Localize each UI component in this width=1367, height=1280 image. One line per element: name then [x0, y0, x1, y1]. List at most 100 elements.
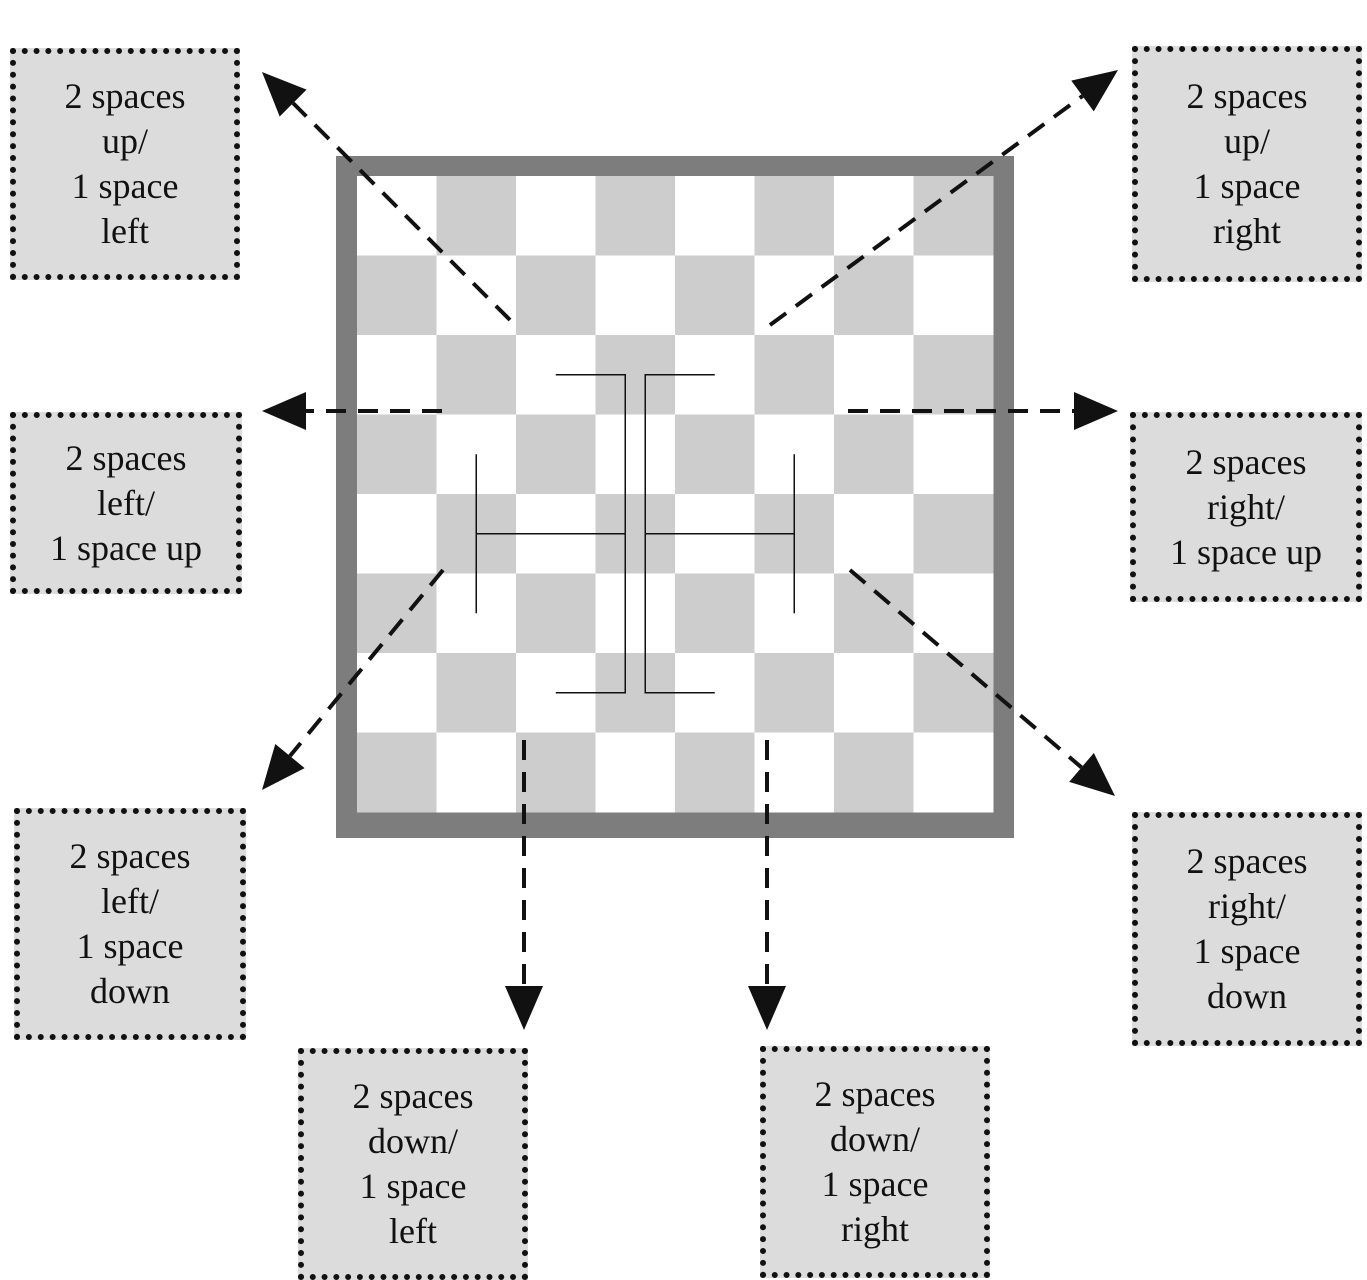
knight-path-8 — [475, 454, 626, 535]
square-g5 — [834, 414, 914, 495]
move-8-text-line: 1 space up — [50, 527, 202, 568]
move-3-text-line: 1 space up — [1170, 531, 1322, 572]
square-d3 — [595, 573, 676, 654]
square-d8 — [595, 176, 676, 256]
move-5-arrowhead-icon — [748, 986, 786, 1030]
square-b7 — [436, 255, 517, 336]
square-d7 — [595, 255, 676, 336]
knight-path-5 — [644, 533, 715, 694]
square-e5 — [675, 414, 755, 495]
move-2-description-box: 2 spaces up/1 space right — [1132, 46, 1362, 282]
move-8-arrowhead-icon — [262, 392, 306, 430]
board-squares — [357, 176, 994, 813]
knight-move-2-icon — [675, 335, 755, 415]
square-g1 — [834, 732, 914, 813]
move-1-text-line: up/ — [101, 121, 148, 161]
move-2-text-line: 2 spaces — [1186, 76, 1308, 116]
square-a5 — [357, 414, 437, 495]
square-b2 — [436, 653, 517, 733]
move-2-arrowhead-icon — [1071, 70, 1118, 112]
square-e1 — [675, 732, 755, 813]
move-4-text-line: right/ — [1208, 886, 1286, 926]
move-7-arrowhead-icon — [262, 743, 305, 790]
square-a8 — [357, 176, 437, 256]
square-h5 — [913, 414, 994, 495]
move-7-arrow-line — [288, 568, 445, 758]
square-g8 — [834, 176, 914, 256]
move-4-arrowhead-icon — [1069, 752, 1115, 796]
move-8-text-line: 2 spaces — [65, 437, 187, 478]
square-f8 — [754, 176, 835, 256]
move-2-arrow-line — [768, 94, 1084, 327]
move-4-text-line: 2 spaces — [1186, 841, 1308, 881]
square-c5 — [516, 414, 596, 495]
move-3-arrowhead-icon — [1074, 392, 1118, 430]
knight-move-8-icon — [436, 414, 516, 494]
knight-start-icon — [595, 494, 675, 574]
move-1-arrowhead-icon — [262, 72, 307, 117]
square-g6 — [834, 335, 914, 415]
move-6-text-line: down/ — [368, 1121, 458, 1161]
knight-move-6-icon — [516, 653, 596, 733]
square-e8 — [675, 176, 755, 256]
move-4-text-line: 1 space — [1193, 931, 1301, 971]
square-f2 — [754, 653, 835, 733]
knight-move-5-icon — [675, 653, 755, 733]
square-a3 — [357, 573, 437, 654]
move-1-text-line: 2 spaces — [64, 76, 186, 116]
move-2-text-line: 1 space — [1193, 166, 1301, 206]
knight-path-2 — [644, 374, 715, 534]
move-7-text-line: left/ — [101, 881, 159, 921]
move-6-text-line: 2 spaces — [352, 1076, 474, 1116]
move-4-arrow-line — [848, 568, 1083, 769]
square-a7 — [357, 255, 437, 336]
square-f7 — [754, 255, 835, 336]
move-4-description-box: 2 spaces right/1 space down — [1132, 812, 1362, 1046]
move-3-text-line: 2 spaces — [1185, 441, 1307, 482]
move-6-arrowhead-icon — [505, 986, 543, 1030]
move-5-text-line: down/ — [830, 1119, 920, 1159]
square-h8 — [913, 176, 994, 256]
square-h1 — [913, 732, 994, 813]
move-7-text-line: down — [90, 971, 170, 1011]
square-h4 — [913, 494, 994, 574]
knight-move-4-icon — [754, 573, 834, 653]
move-5-text-line: 1 space — [821, 1164, 929, 1204]
square-d1 — [595, 732, 676, 813]
move-2-text-line: right — [1213, 211, 1281, 251]
move-7-description-box: 2 spaces left/1 space down — [14, 808, 246, 1040]
move-2-text-line: up/ — [1223, 121, 1270, 161]
square-f6 — [754, 335, 835, 415]
square-g7 — [834, 255, 914, 336]
move-4-text-line: down — [1207, 976, 1287, 1016]
move-5-text-line: right — [841, 1209, 909, 1249]
square-h7 — [913, 255, 994, 336]
move-1-text-line: left — [101, 211, 149, 251]
knight-path-4 — [645, 533, 795, 614]
square-g2 — [834, 653, 914, 733]
square-h6 — [913, 335, 994, 415]
square-a4 — [357, 494, 437, 574]
knight-move-3-icon — [754, 414, 834, 494]
square-a6 — [357, 335, 437, 415]
move-3-text-line: right/ — [1207, 486, 1285, 527]
knight-move-1-icon — [516, 335, 596, 415]
square-d5 — [595, 414, 676, 495]
move-6-text-line: 1 space — [359, 1166, 467, 1206]
square-a1 — [357, 732, 437, 813]
knight-path-6 — [555, 533, 626, 694]
move-arrows — [262, 70, 1118, 1030]
knight-paths — [475, 374, 795, 694]
move-7-text-line: 2 spaces — [69, 836, 191, 876]
square-b6 — [436, 335, 517, 415]
square-e7 — [675, 255, 755, 336]
move-7-text-line: 1 space — [76, 926, 184, 966]
knight-move-7-icon — [436, 573, 516, 653]
square-b8 — [436, 176, 517, 256]
